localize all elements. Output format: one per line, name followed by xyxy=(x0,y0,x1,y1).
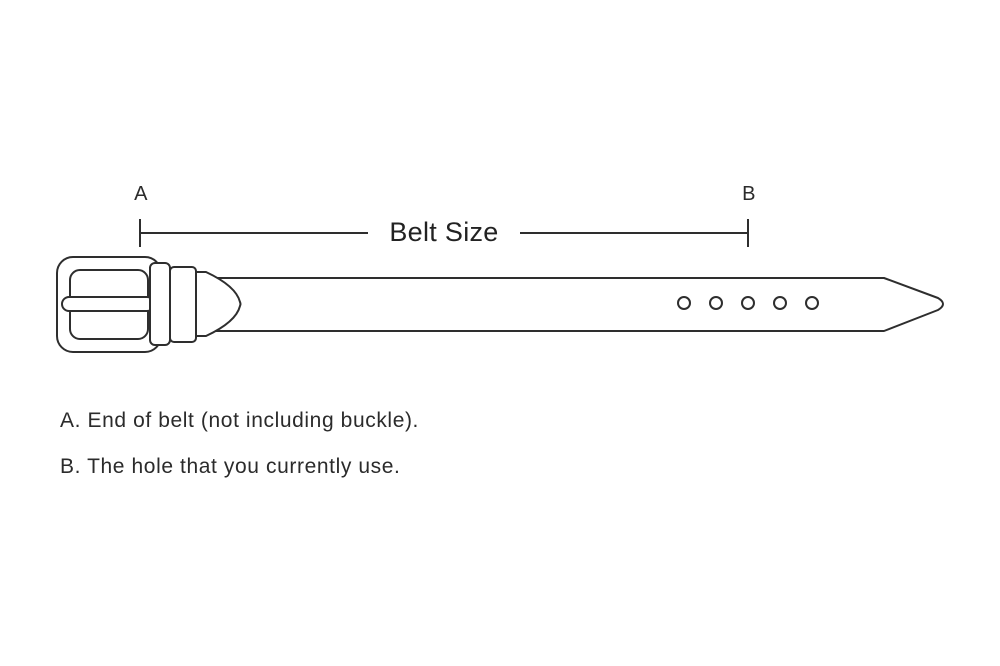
belt-tail-tip xyxy=(195,271,242,337)
note-a: A. End of belt (not including buckle). xyxy=(60,409,419,432)
diagram-title: Belt Size xyxy=(389,217,499,247)
belt-hole xyxy=(805,296,819,310)
belt-keeper xyxy=(169,266,197,343)
belt-hole xyxy=(773,296,787,310)
marker-b-label: B xyxy=(742,183,756,205)
belt-hole xyxy=(709,296,723,310)
buckle-prong-icon xyxy=(61,296,155,312)
belt-strap xyxy=(195,277,944,332)
belt-hole xyxy=(741,296,755,310)
belt-hole xyxy=(677,296,691,310)
marker-a-label: A xyxy=(134,183,148,205)
belt-fold xyxy=(149,262,171,346)
note-b: B. The hole that you currently use. xyxy=(60,455,401,478)
